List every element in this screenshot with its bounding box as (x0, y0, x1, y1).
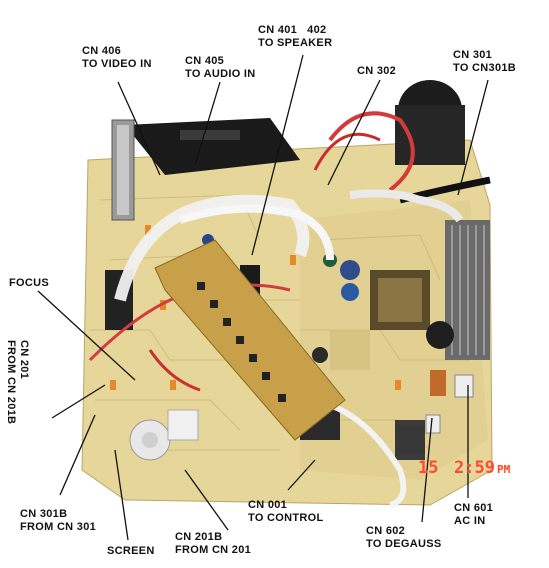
red-wire-top (328, 111, 415, 192)
label-cn201b: CN 201B FROM CN 201 (175, 531, 251, 557)
ribbon-cable-right (349, 189, 464, 223)
capacitor (312, 347, 328, 363)
label-cn601: CN 601 AC IN (454, 502, 493, 528)
control-buttons (197, 282, 286, 402)
power-connector (454, 374, 474, 398)
label-cn602-line1: CN 602 (366, 525, 406, 537)
label-cn301-line1: CN 301 (453, 49, 493, 61)
label-focus: FOCUS (9, 277, 49, 289)
label-cn601-line2: AC IN (454, 515, 486, 527)
label-cn201: CN 201 FROM CN 201B (4, 340, 30, 424)
label-cn406-line2: TO VIDEO IN (82, 58, 152, 70)
capacitor (341, 283, 359, 301)
label-cn301b-line2: FROM CN 301 (20, 521, 97, 533)
pointer-lines (37, 54, 489, 541)
label-cn201-line1: CN 201 (18, 340, 30, 380)
label-cn405-line2: TO AUDIO IN (185, 68, 256, 80)
ribbon-cable (114, 194, 310, 302)
connector-white (167, 409, 199, 441)
capacitor (426, 321, 454, 349)
orange-capacitor (430, 370, 446, 396)
label-cn401-line2: TO SPEAKER (258, 37, 333, 49)
label-cn602: CN 602 TO DEGAUSS (366, 525, 442, 551)
label-cn201-line2: FROM CN 201B (5, 340, 17, 425)
label-screen: SCREEN (107, 545, 155, 557)
label-cn301b: CN 301B FROM CN 301 (20, 508, 96, 534)
label-cn001-line2: TO CONTROL (248, 512, 324, 524)
label-cn406-line1: CN 406 (82, 45, 122, 57)
capacitor (340, 260, 360, 280)
label-cn405: CN 405 TO AUDIO IN (185, 55, 256, 81)
label-cn201b-line2: FROM CN 201 (175, 544, 252, 556)
label-cn301: CN 301 TO CN301B (453, 49, 516, 75)
date-stamp-time-value: 2:59 (454, 458, 495, 478)
label-cn001-line1: CN 001 (248, 499, 288, 511)
label-cn406: CN 406 TO VIDEO IN (82, 45, 152, 71)
label-cn301-line2: TO CN301B (453, 62, 517, 74)
label-cn401-line1: CN 401 402 (258, 24, 327, 36)
label-cn301b-line1: CN 301B (20, 508, 68, 520)
label-cn405-line1: CN 405 (185, 55, 225, 67)
label-cn602-line2: TO DEGAUSS (366, 538, 442, 550)
relay (395, 425, 425, 455)
bracket-slot (180, 130, 240, 140)
label-cn302: CN 302 (357, 65, 397, 77)
label-cn001: CN 001 TO CONTROL (248, 499, 324, 525)
degauss-connector (425, 414, 441, 434)
label-cn601-line1: CN 601 (454, 502, 494, 514)
date-stamp-day: 15 (418, 458, 439, 478)
metal-bracket (125, 118, 300, 175)
label-cn201b-line1: CN 201B (175, 531, 223, 543)
label-cn401: CN 401 402 TO SPEAKER (258, 24, 332, 50)
ribbon-cable-bottom (328, 402, 407, 508)
date-stamp-ampm: PM (496, 463, 511, 476)
